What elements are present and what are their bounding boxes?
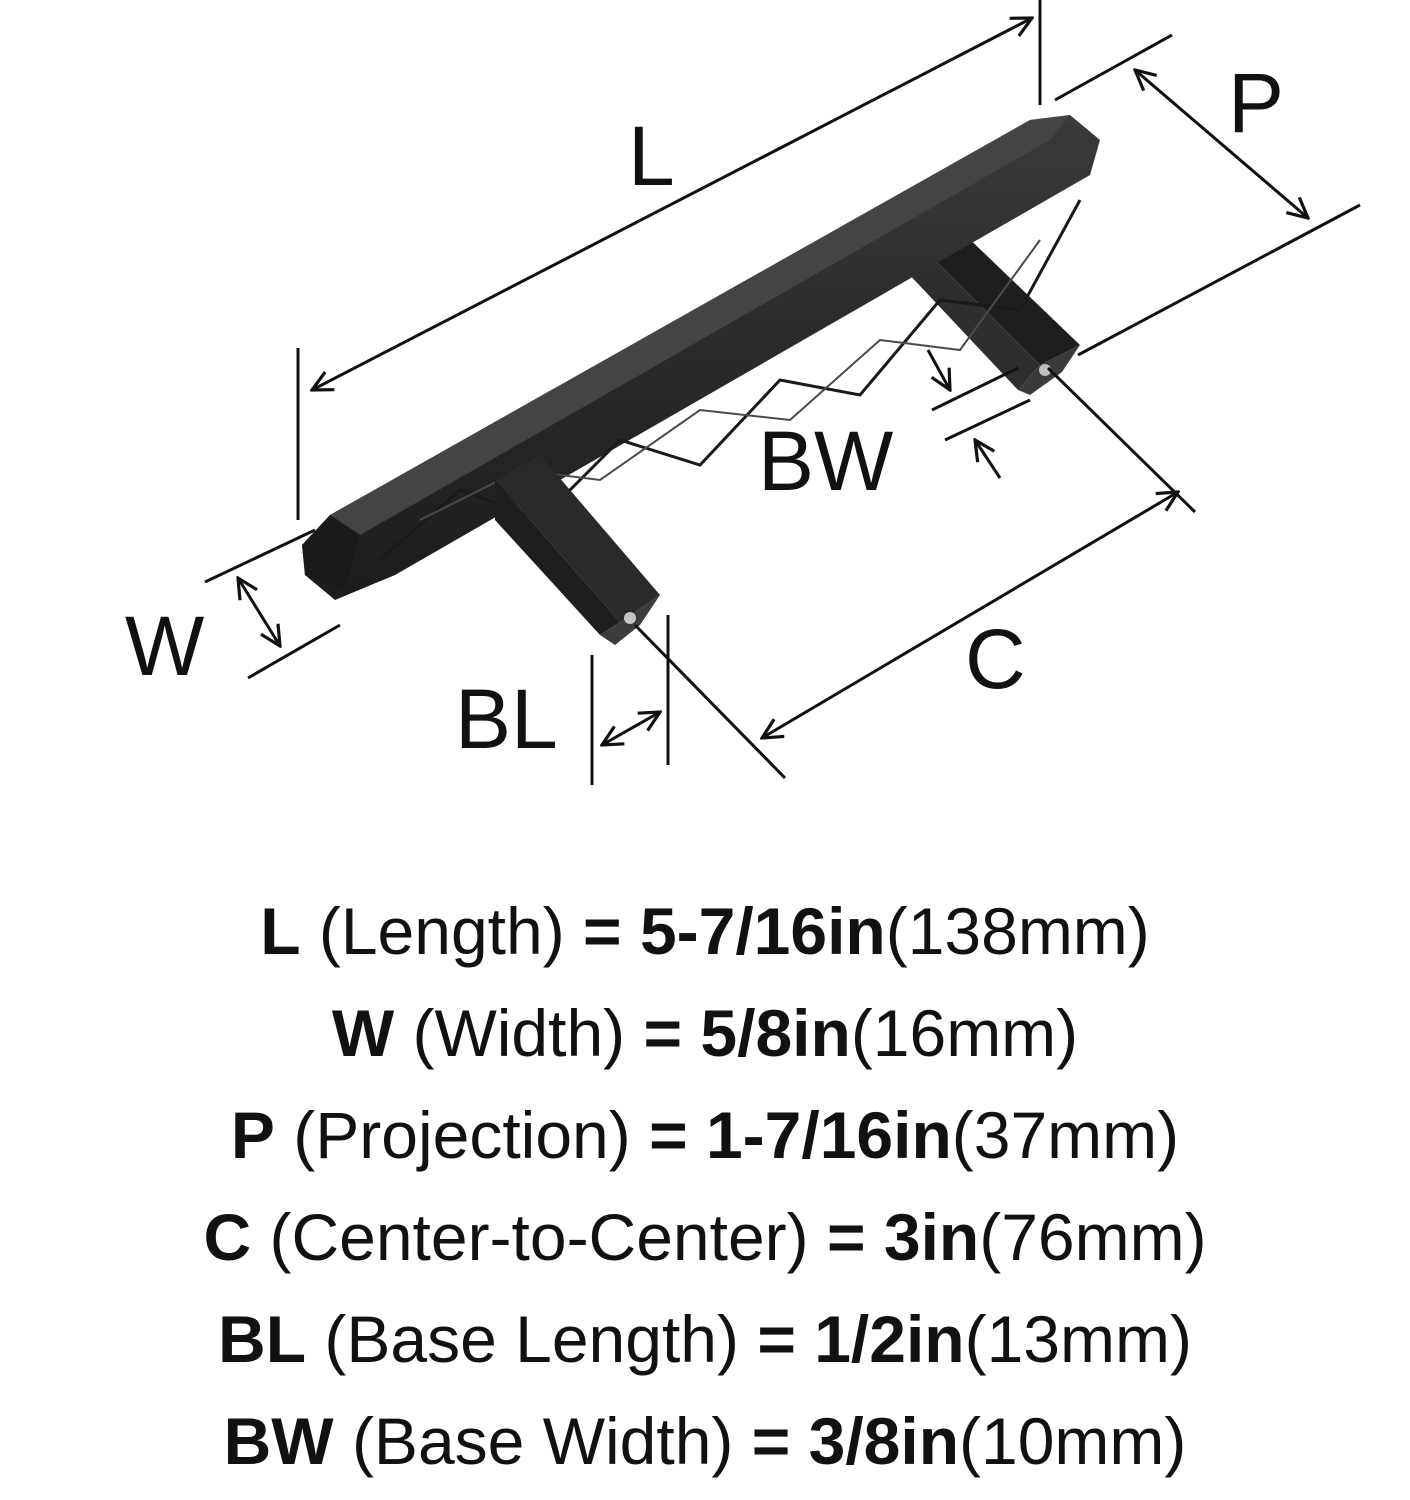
spec-equals: = xyxy=(751,1404,791,1478)
base-width-label: BW xyxy=(758,414,893,508)
spec-code: L xyxy=(260,894,301,968)
spec-row-base-length: BL (Base Length) = 1/2in(13mm) xyxy=(0,1288,1410,1390)
spec-code: BW xyxy=(223,1404,334,1478)
spec-name: (Base Width) xyxy=(351,1404,734,1478)
spec-imperial: 3in xyxy=(883,1200,980,1274)
spec-name: (Projection) xyxy=(293,1098,631,1172)
length-label: L xyxy=(628,109,675,203)
spec-row-length: L (Length) = 5-7/16in(138mm) xyxy=(0,880,1410,982)
specifications-list: L (Length) = 5-7/16in(138mm) W (Width) =… xyxy=(0,880,1410,1492)
spec-name: (Base Length) xyxy=(324,1302,739,1376)
length-dimension: L xyxy=(296,0,1042,520)
spec-row-width: W (Width) = 5/8in(16mm) xyxy=(0,982,1410,1084)
spec-row-base-width: BW (Base Width) = 3/8in(10mm) xyxy=(0,1390,1410,1492)
spec-code: BL xyxy=(218,1302,307,1376)
spec-imperial: 5/8in xyxy=(700,996,851,1070)
spec-name: (Center-to-Center) xyxy=(269,1200,809,1274)
spec-imperial: 5-7/16in xyxy=(639,894,886,968)
spec-code: C xyxy=(203,1200,252,1274)
spec-metric: (76mm) xyxy=(979,1200,1207,1274)
base-width-dimension: BW xyxy=(758,349,1031,508)
dimension-diagram: L P W BW BL C xyxy=(125,0,1361,785)
spec-code: W xyxy=(331,996,395,1070)
projection-label: P xyxy=(1228,56,1284,150)
spec-equals: = xyxy=(649,1098,688,1172)
base-length-label: BL xyxy=(455,672,558,766)
spec-imperial: 1-7/16in xyxy=(705,1098,952,1172)
center-label: C xyxy=(965,612,1026,706)
spec-metric: (37mm) xyxy=(951,1098,1180,1172)
spec-row-center: C (Center-to-Center) = 3in(76mm) xyxy=(0,1186,1410,1288)
center-dimension: C xyxy=(633,366,1197,780)
spec-equals: = xyxy=(757,1302,796,1376)
spec-name: (Length) xyxy=(318,894,565,968)
spec-metric: (16mm) xyxy=(850,996,1079,1070)
spec-metric: (10mm) xyxy=(959,1404,1187,1478)
width-dimension: W xyxy=(125,528,341,693)
cabinet-pull-image xyxy=(302,115,1100,645)
spec-imperial: 3/8in xyxy=(808,1404,960,1478)
width-label: W xyxy=(125,599,204,693)
spec-name: (Width) xyxy=(412,996,626,1070)
projection-dimension: P xyxy=(1054,33,1361,357)
spec-metric: (138mm) xyxy=(885,894,1150,968)
spec-equals: = xyxy=(643,996,683,1070)
spec-equals: = xyxy=(583,894,622,968)
spec-equals: = xyxy=(826,1200,866,1274)
front-post xyxy=(495,455,660,645)
base-length-dimension: BL xyxy=(455,615,670,785)
spec-code: P xyxy=(230,1098,275,1172)
spec-metric: (13mm) xyxy=(964,1302,1192,1376)
spec-row-projection: P (Projection) = 1-7/16in(37mm) xyxy=(0,1084,1410,1186)
spec-imperial: 1/2in xyxy=(814,1302,965,1376)
